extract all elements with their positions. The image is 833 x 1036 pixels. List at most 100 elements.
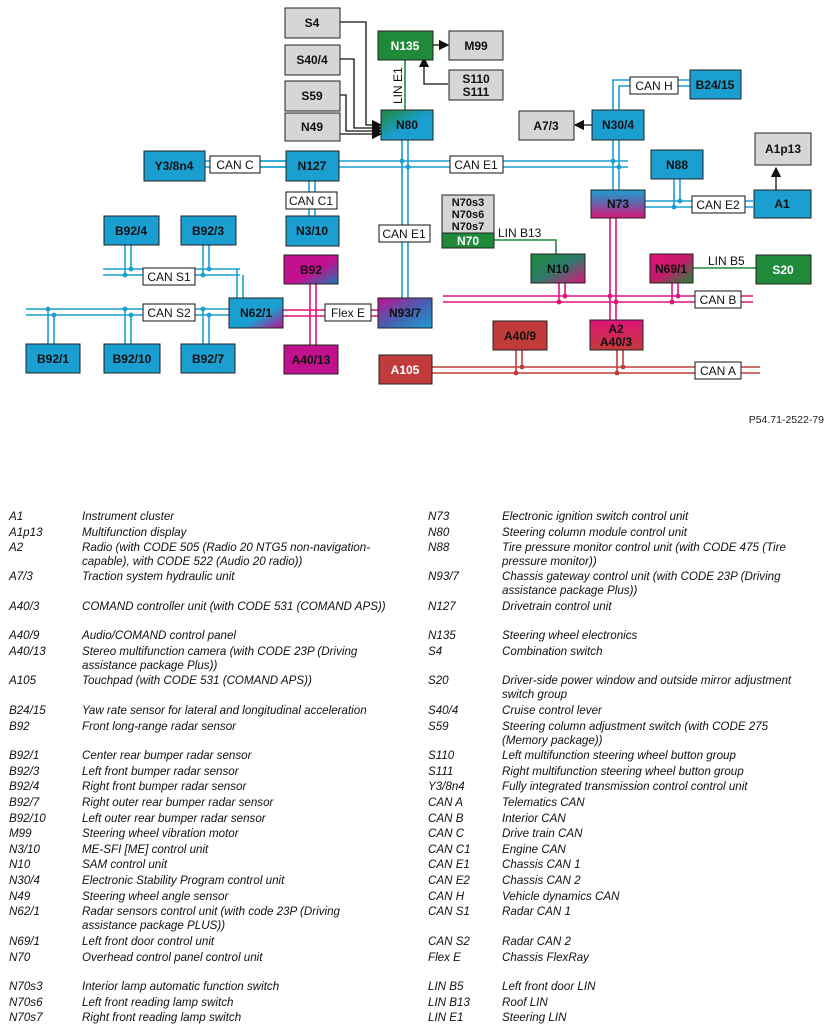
- legend-code: Flex E: [428, 951, 461, 964]
- legend-description: Tire pressure monitor control unit (with…: [502, 541, 786, 568]
- legend-description: Right front bumper radar sensor: [82, 780, 247, 793]
- unit-a105: A105: [391, 363, 420, 377]
- label-lin-b13: LIN B13: [498, 226, 542, 240]
- label-can-a: CAN A: [700, 364, 736, 378]
- legend-code: N30/4: [9, 874, 40, 887]
- legend-code: N127: [428, 600, 456, 613]
- legend-code: M99: [9, 827, 32, 840]
- legend-code: B92/3: [9, 765, 40, 778]
- unit-a1p13: A1p13: [765, 142, 801, 156]
- legend-description: ME-SFI [ME] control unit: [82, 843, 209, 856]
- legend-code: B24/15: [9, 704, 46, 717]
- unit-y3-8n4: Y3/8n4: [155, 159, 194, 173]
- unit-a2: A2: [608, 322, 624, 336]
- unit-n3-10: N3/10: [296, 224, 328, 238]
- legend-description: Left front door LIN: [502, 980, 596, 993]
- legend-description: Left front reading lamp switch: [82, 996, 234, 1009]
- legend-description: Radar sensors control unit (with code 23…: [82, 905, 340, 932]
- legend-description: Steering column adjustment switch (with …: [502, 720, 769, 747]
- legend-code: N80: [428, 526, 450, 539]
- legend-description: Yaw rate sensor for lateral and longitud…: [82, 704, 367, 717]
- lin-lines: [404, 60, 758, 269]
- legend-code: A40/9: [9, 629, 40, 642]
- legend-code: CAN E1: [428, 858, 470, 871]
- legend-code: S110: [428, 749, 455, 762]
- unit-s40-4: S40/4: [296, 53, 328, 67]
- label-can-b: CAN B: [700, 293, 737, 307]
- legend-code: N3/10: [9, 843, 40, 856]
- unit-s20: S20: [772, 263, 794, 277]
- legend-description: Traction system hydraulic unit: [82, 570, 235, 583]
- label-flex-e: Flex E: [331, 306, 365, 320]
- legend-code: LIN B13: [428, 996, 470, 1009]
- unit-a40-13: A40/13: [292, 353, 331, 367]
- legend-code: S4: [428, 645, 443, 658]
- legend-code: CAN C1: [428, 843, 471, 856]
- legend-description: Interior CAN: [502, 812, 566, 825]
- label-can-e1: CAN E1: [454, 158, 498, 172]
- legend-description: Left multifunction steering wheel button…: [502, 749, 736, 762]
- bus-labels: CAN C CAN E1 CAN C1 CAN E1 CAN H CAN E2 …: [142, 67, 746, 380]
- unit-n69-1: N69/1: [655, 262, 687, 276]
- unit-n62-1: N62/1: [240, 306, 272, 320]
- unit-n88: N88: [666, 158, 688, 172]
- legend-description: Multifunction display: [82, 526, 187, 539]
- label-can-e1-vertical: CAN E1: [382, 227, 426, 241]
- legend-code: N10: [9, 858, 31, 871]
- legend-description: Chassis gateway control unit (with CODE …: [502, 570, 781, 597]
- legend-description: Chassis CAN 2: [502, 874, 581, 887]
- legend-code: N70s7: [9, 1011, 43, 1024]
- legend-description: Cruise control lever: [502, 704, 602, 717]
- label-can-s2: CAN S2: [147, 306, 191, 320]
- legend-description: Overhead control panel control unit: [82, 951, 263, 964]
- legend-code: S40/4: [428, 704, 459, 717]
- legend-code: N69/1: [9, 935, 40, 948]
- unit-boxes: S4 S40/4 S59 N49 M99 S110 S111 A7/3 A1p1…: [25, 7, 812, 385]
- network-topology-diagram: CAN C CAN E1 CAN C1 CAN E1 CAN H CAN E2 …: [25, 7, 812, 385]
- unit-b92-3: B92/3: [192, 224, 224, 238]
- unit-b92: B92: [300, 263, 322, 277]
- legend-description: Right front reading lamp switch: [82, 1011, 242, 1024]
- legend-code: A40/13: [9, 645, 46, 658]
- unit-a40-3: A40/3: [600, 335, 632, 349]
- label-can-e2: CAN E2: [696, 198, 740, 212]
- legend-code: N70: [9, 951, 31, 964]
- unit-n73: N73: [607, 197, 629, 211]
- legend-description: Audio/COMAND control panel: [82, 629, 237, 642]
- unit-s111: S111: [463, 85, 490, 99]
- unit-a1: A1: [774, 197, 790, 211]
- legend-code: B92/1: [9, 749, 40, 762]
- label-can-h: CAN H: [635, 79, 672, 93]
- unit-n127: N127: [298, 159, 327, 173]
- legend-description: Vehicle dynamics CAN: [502, 890, 620, 903]
- legend-description: Fully integrated transmission control co…: [502, 780, 748, 793]
- legend-description: Left front bumper radar sensor: [82, 765, 239, 778]
- unit-b92-1: B92/1: [37, 352, 69, 366]
- signal-wires: [340, 21, 782, 190]
- unit-s4: S4: [305, 16, 320, 30]
- legend-description: Drive train CAN: [502, 827, 583, 840]
- legend-description: Center rear bumper radar sensor: [82, 749, 252, 762]
- legend-code: CAN S2: [428, 935, 470, 948]
- legend-code: N70s3: [9, 980, 43, 993]
- legend-code: N93/7: [428, 570, 459, 583]
- unit-n70s7: N70s7: [452, 221, 484, 233]
- legend-description: Radio (with CODE 505 (Radio 20 NTG5 non-…: [82, 541, 371, 568]
- legend-code: A1p13: [9, 526, 43, 539]
- legend-description: Instrument cluster: [82, 510, 175, 523]
- legend-description: Right multifunction steering wheel butto…: [502, 765, 744, 778]
- unit-n135: N135: [391, 39, 420, 53]
- legend-description: Stereo multifunction camera (with CODE 2…: [82, 645, 358, 672]
- legend-code: S111: [428, 765, 454, 778]
- unit-n10: N10: [547, 262, 569, 276]
- legend-code: CAN H: [428, 890, 465, 903]
- legend-code: N88: [428, 541, 450, 554]
- legend-description: Steering column module control unit: [502, 526, 687, 539]
- unit-a40-9: A40/9: [504, 329, 536, 343]
- legend-description: Telematics CAN: [502, 796, 585, 809]
- legend-code: Y3/8n4: [428, 780, 465, 793]
- legend-code: LIN B5: [428, 980, 464, 993]
- unit-s110: S110: [462, 72, 490, 86]
- label-lin-b5: LIN B5: [708, 254, 745, 268]
- legend-code: LIN E1: [428, 1011, 464, 1024]
